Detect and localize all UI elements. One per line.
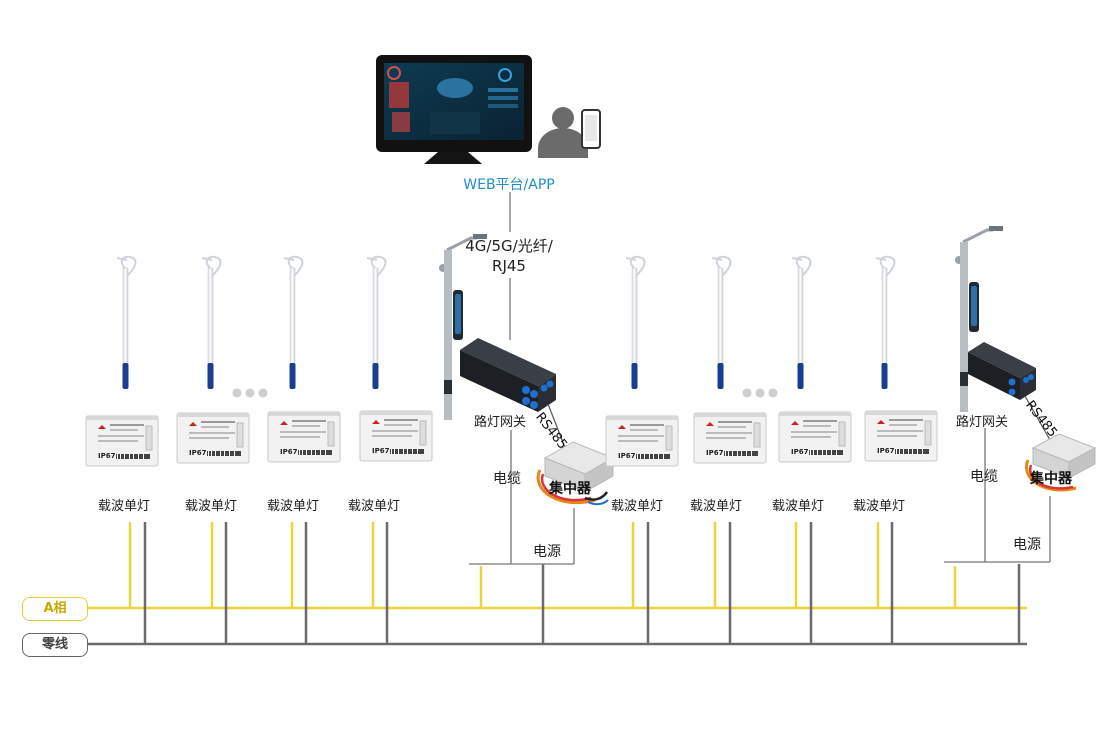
gateway-power-wiring — [469, 428, 1051, 565]
power-label-left: 电源 — [533, 544, 561, 560]
phase-a-tag: A相 — [22, 597, 88, 621]
carrier-light-label: 载波单灯 — [610, 499, 664, 514]
street-lamp-icon — [625, 255, 646, 390]
power-label-right: 电源 — [1013, 537, 1041, 553]
module-ip-rating: IP67 — [280, 448, 298, 456]
concentrator-device-icon — [536, 441, 615, 506]
gateway-device-icon — [460, 338, 556, 412]
cable-label-right: 电缆 — [970, 469, 998, 485]
module-ip-rating: IP67 — [98, 452, 116, 460]
neutral-bus — [86, 522, 1027, 646]
street-lamp-icon — [711, 255, 732, 390]
carrier-light-label: 载波单灯 — [347, 499, 401, 514]
carrier-module-icon — [359, 410, 433, 462]
carrier-module-icon — [693, 412, 767, 464]
hub-label-right: 集中器 — [1030, 471, 1072, 487]
gateway-label-left: 路灯网关 — [474, 415, 527, 430]
network-label-line2: RJ45 — [492, 257, 526, 275]
module-ip-rating: IP67 — [706, 449, 724, 457]
monitor-icon — [376, 55, 532, 164]
carrier-light-label: 载波单灯 — [97, 499, 151, 514]
street-lamp-icon — [366, 255, 387, 390]
user-with-phone-icon — [538, 107, 601, 158]
street-lamp-icon — [283, 255, 304, 390]
concentrator-device-icon — [1025, 433, 1097, 492]
carrier-light-label: 载波单灯 — [184, 499, 238, 514]
web-platform-label: WEB平台/APP — [463, 177, 555, 193]
network-label: 4G/5G/光纤/ RJ45 — [465, 236, 553, 276]
carrier-module-icon — [267, 411, 341, 463]
module-ip-rating: IP67 — [618, 452, 636, 460]
cable-label-left: 电缆 — [493, 471, 521, 487]
neutral-tag: 零线 — [22, 633, 88, 657]
ellipsis-dots-icon — [742, 388, 778, 398]
carrier-light-label: 载波单灯 — [852, 499, 906, 514]
carrier-light-label: 载波单灯 — [689, 499, 743, 514]
hub-label-left: 集中器 — [549, 481, 591, 497]
carrier-module-icon — [605, 415, 679, 467]
street-lamp-icon — [791, 255, 812, 390]
street-lamp-icon — [875, 255, 896, 390]
carrier-light-label: 载波单灯 — [266, 499, 320, 514]
carrier-module-icon — [85, 415, 159, 467]
module-ip-rating: IP67 — [877, 447, 895, 455]
module-ip-rating: IP67 — [189, 449, 207, 457]
carrier-module-icon — [778, 411, 852, 463]
carrier-module-icon — [176, 412, 250, 464]
carrier-light-label: 载波单灯 — [771, 499, 825, 514]
carrier-module-icon — [864, 410, 938, 462]
gateway-label-right: 路灯网关 — [956, 415, 1009, 430]
street-lamp-icon — [201, 255, 222, 390]
gateway-device-icon — [968, 342, 1036, 400]
phase-a-bus — [86, 522, 1027, 610]
street-lamp-icon — [116, 255, 137, 390]
module-ip-rating: IP67 — [372, 447, 390, 455]
ellipsis-dots-icon — [232, 388, 268, 398]
module-ip-rating: IP67 — [791, 448, 809, 456]
network-label-line1: 4G/5G/光纤/ — [465, 237, 553, 255]
